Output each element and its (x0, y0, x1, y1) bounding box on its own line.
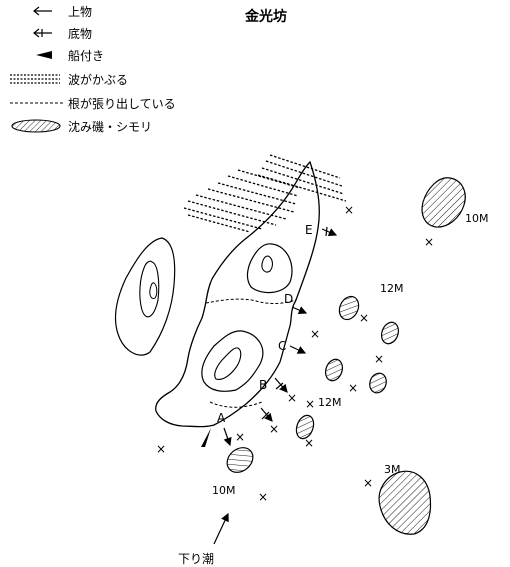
legend-item-reef-extension: 根が張り出している (8, 94, 176, 112)
contour-north (246, 243, 293, 294)
reef-marker: × (235, 430, 245, 444)
reef-marker: × (374, 352, 384, 366)
reef-marker: × (359, 311, 369, 325)
submerged-rock (369, 372, 387, 394)
point-c-arrow (289, 345, 307, 354)
depth-label: 12M (380, 282, 404, 295)
boat-landing-icon (201, 428, 211, 447)
point-d-arrow (291, 306, 308, 315)
reef-marker: × (310, 327, 320, 341)
legend-label: 根が張り出している (68, 96, 176, 111)
submerged-rocks (226, 177, 466, 535)
depth-label: 10M (465, 212, 489, 225)
reef-marker: × (258, 490, 268, 504)
reef-marker: × (156, 442, 166, 456)
legend-item-boat-landing: 船付き (8, 46, 104, 64)
legend-item-wave-wash: 波がかぶる (8, 70, 128, 88)
point-labels: E D C B A (217, 223, 313, 425)
hatched-ellipse-icon (11, 119, 61, 133)
submerged-rock (295, 414, 315, 440)
contour-north-inner (261, 255, 273, 273)
point-a-arrow (223, 427, 232, 447)
reef-marker: × (344, 203, 354, 217)
reef-marker: × (287, 391, 297, 405)
wave-wash-area (183, 154, 347, 233)
legend-label: 波がかぶる (68, 72, 129, 87)
current-arrow (213, 512, 229, 545)
reef-marker: × (304, 436, 314, 450)
arrow-double-icon (33, 28, 52, 38)
legend-label: 船付き (68, 48, 105, 63)
depth-label: 3M (384, 463, 401, 476)
west-islet-contour (139, 260, 160, 318)
point-label-a: A (217, 411, 226, 425)
contour-south (201, 330, 264, 392)
depth-label: 12M (318, 396, 342, 409)
submerged-rock (380, 321, 400, 345)
submerged-rock (421, 177, 466, 228)
legend-item-bottom-fish: 底物 (8, 24, 92, 42)
reef-marker: × (424, 235, 434, 249)
fishing-arrows (213, 226, 338, 545)
submerged-rock (338, 295, 360, 321)
point-label-b: B (259, 378, 267, 392)
reef-markers: × × × × × × × × × × × × × × (156, 203, 434, 504)
point-label-e: E (305, 223, 313, 237)
point-e-arrow (321, 228, 338, 237)
submerged-rock (226, 447, 254, 473)
legend-item-upper-fish: 上物 (8, 2, 92, 20)
arrow-simple-icon (33, 6, 52, 16)
contour-south-inner (214, 347, 242, 380)
reef-marker: × (363, 476, 373, 490)
point-label-d: D (284, 292, 293, 306)
reef-marker: × (269, 422, 279, 436)
reef-marker: × (305, 397, 315, 411)
west-islet-outline (114, 237, 176, 356)
legend-item-submerged-rock: 沈み磯・シモリ (8, 117, 152, 135)
depth-label: 10M (212, 484, 236, 497)
point-label-c: C (278, 339, 286, 353)
boat-landing-icon (36, 51, 52, 59)
dashed-line-icon (10, 102, 64, 104)
reef-marker: × (348, 381, 358, 395)
main-island-outline (155, 160, 320, 428)
legend-label: 上物 (68, 4, 93, 19)
submerged-rock (324, 358, 344, 382)
west-islet-inner (149, 282, 158, 299)
current-label: 下り潮 (178, 551, 214, 566)
wave-hatch-icon (10, 74, 60, 84)
map-title: 金光坊 (245, 9, 287, 25)
depth-labels: 10M 12M 12M 10M 3M (212, 212, 489, 497)
reef-edge-lower (209, 401, 263, 408)
legend-label: 底物 (68, 26, 93, 41)
legend-label: 沈み磯・シモリ (68, 119, 153, 134)
submerged-rock (378, 470, 432, 535)
reef-edge-upper (205, 298, 297, 304)
